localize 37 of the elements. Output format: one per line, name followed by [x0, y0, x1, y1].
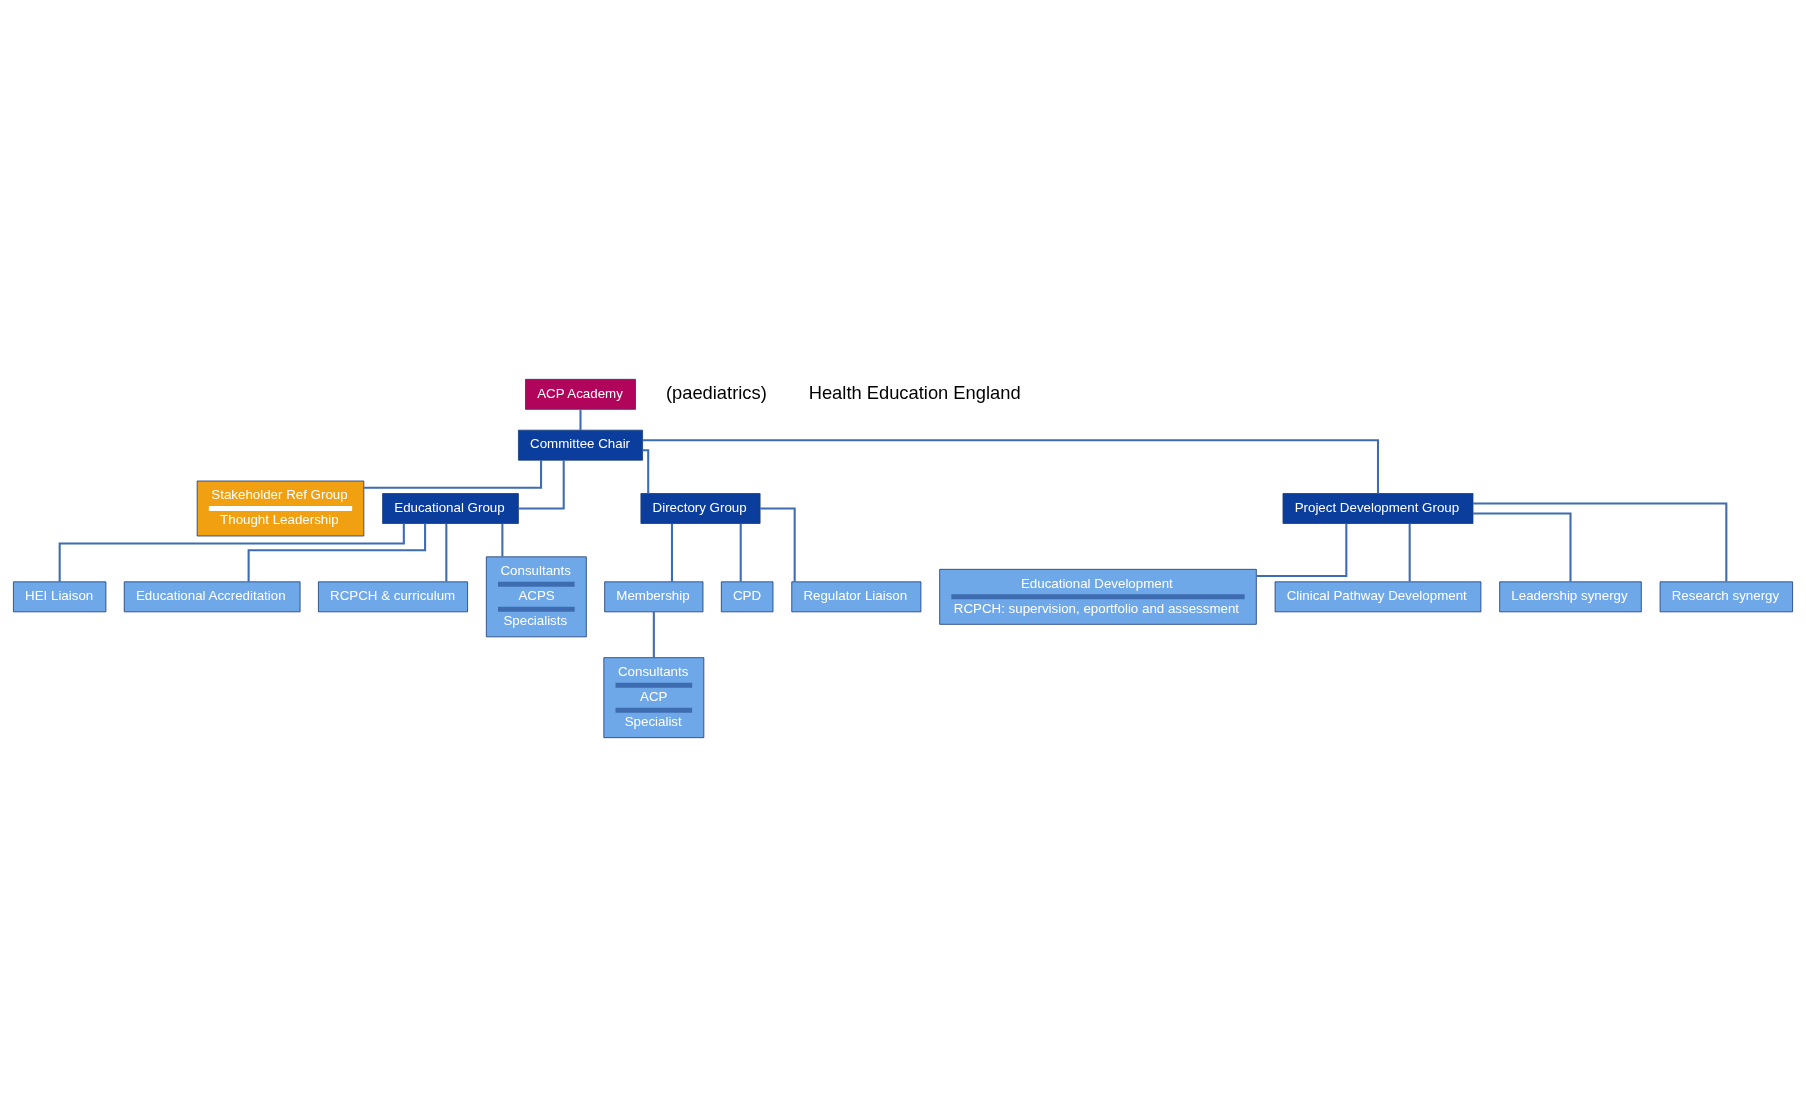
node-box: Committee Chair: [518, 429, 643, 461]
connector: [1473, 501, 1728, 581]
node-box: Directory Group: [640, 492, 761, 524]
node-box: Membership: [604, 580, 704, 612]
connector: [739, 523, 742, 582]
connector: [1473, 511, 1572, 582]
label: (paediatrics): [665, 381, 767, 403]
node-box: Educational Group: [382, 492, 519, 524]
node-box: Stakeholder Ref Group Thought Leadership: [196, 480, 365, 536]
node-box: Consultants ACP Specialist: [603, 656, 705, 738]
node-box: Regulator Liaison: [791, 580, 922, 612]
connector: [670, 523, 673, 582]
node-box: CPD: [720, 580, 774, 612]
node-box: Educational Accreditation: [123, 580, 301, 612]
node-box: ACP Academy: [525, 378, 636, 410]
node-box: HEI Liaison: [13, 580, 107, 612]
label: Health Education England: [808, 381, 1021, 403]
connector: [364, 459, 543, 489]
node-box: Leadership synergy: [1499, 580, 1642, 612]
connector: [579, 409, 582, 430]
connector: [652, 611, 655, 658]
connector: [760, 506, 796, 581]
node-box: Research synergy: [1659, 580, 1793, 612]
node-box: Project Development Group: [1282, 492, 1474, 524]
node-box: Consultants ACPS Specialists: [485, 555, 587, 637]
node-box: Educational Development RCPCH: supervision, eportfolio and assessment: [939, 568, 1257, 625]
connector: [518, 459, 565, 510]
node-box: Clinical Pathway Development: [1274, 580, 1482, 612]
connector: [1256, 523, 1348, 577]
connector: [642, 438, 1380, 493]
connector: [247, 523, 427, 582]
node-box: RCPCH & curriculum: [318, 580, 468, 612]
connector: [1408, 523, 1411, 582]
connector: [501, 523, 504, 557]
connector: [642, 448, 650, 493]
connector: [58, 523, 405, 582]
connector: [445, 523, 448, 582]
